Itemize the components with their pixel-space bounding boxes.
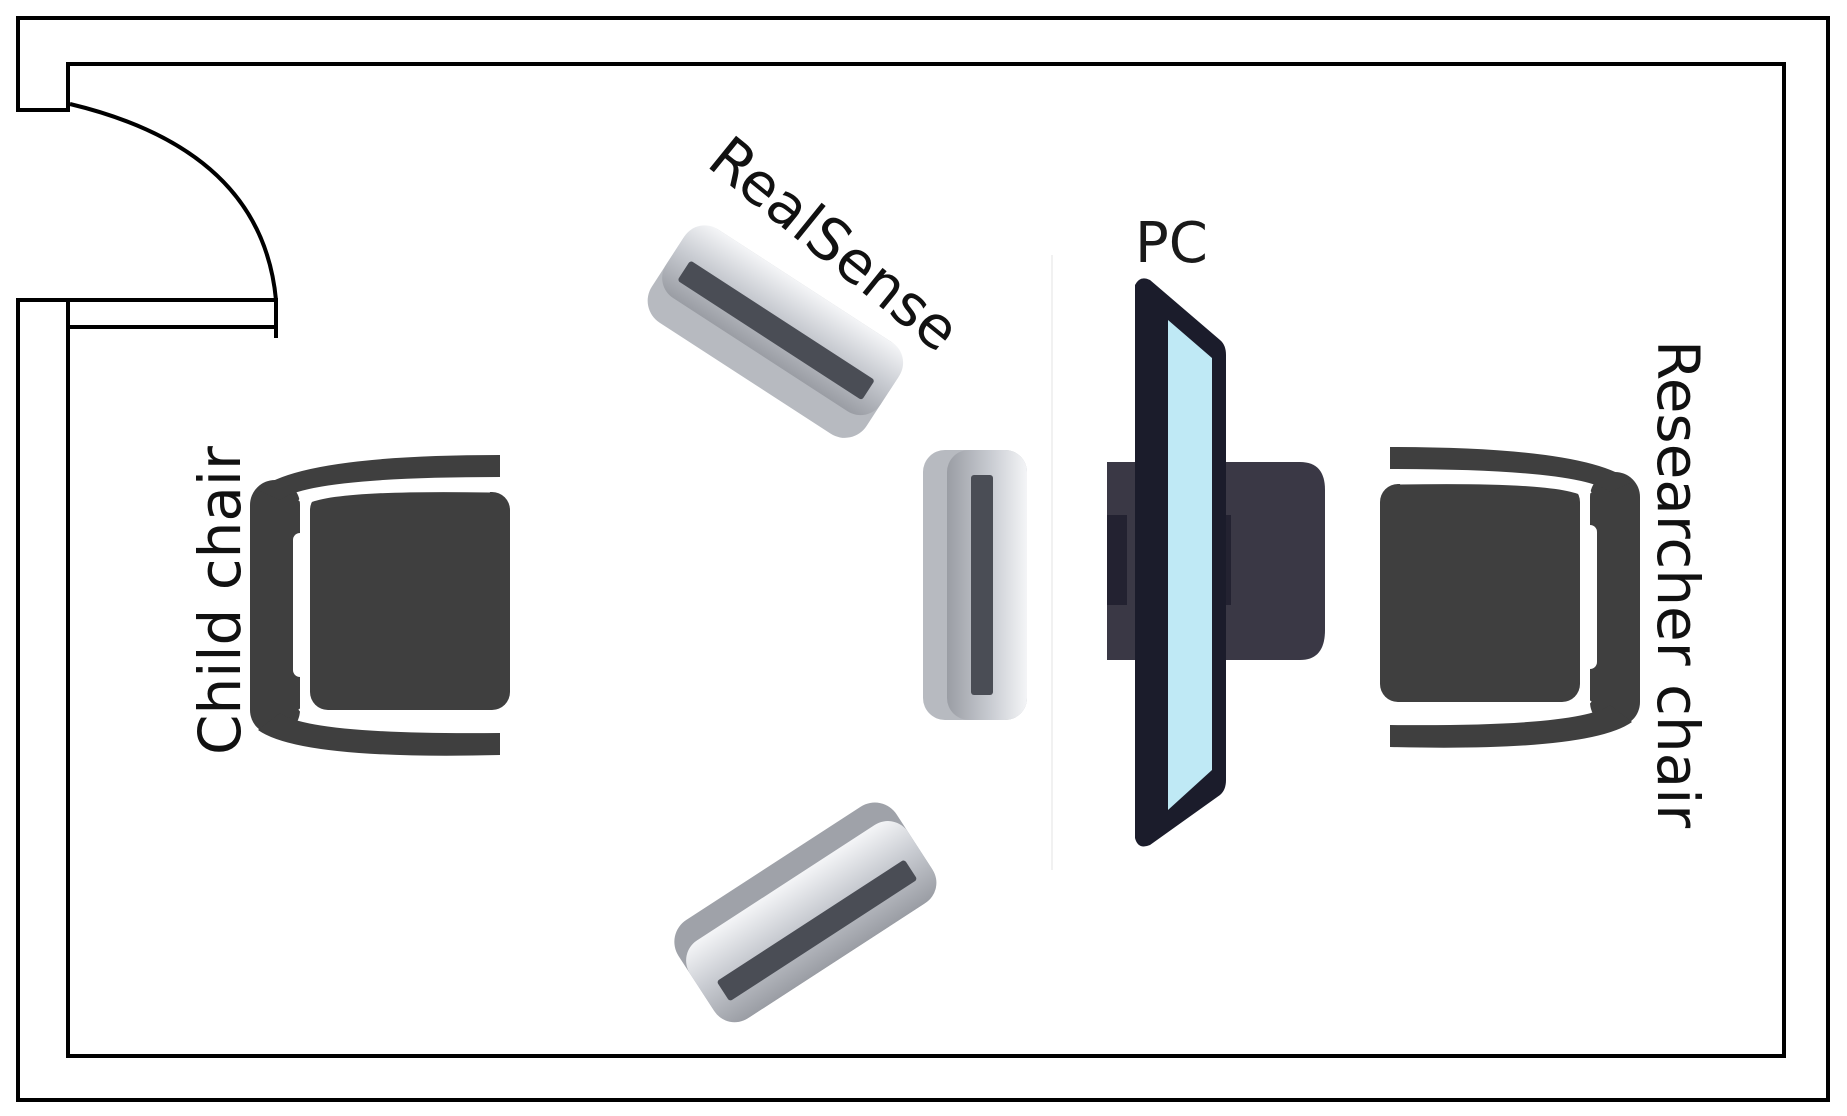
researcher-chair-icon (1380, 447, 1640, 748)
child-chair-label: Child chair (186, 446, 254, 755)
pc-label: PC (1135, 211, 1208, 276)
depth-camera-icon (674, 802, 937, 1023)
researcher-chair-label: Researcher chair (1644, 340, 1712, 828)
child-chair-icon (250, 455, 510, 756)
door-swing-icon (66, 102, 278, 338)
depth-camera-icon (647, 225, 904, 438)
computer-monitor-icon (1051, 255, 1325, 870)
depth-camera-icon (923, 450, 1027, 720)
room-walls (16, 16, 1830, 1102)
